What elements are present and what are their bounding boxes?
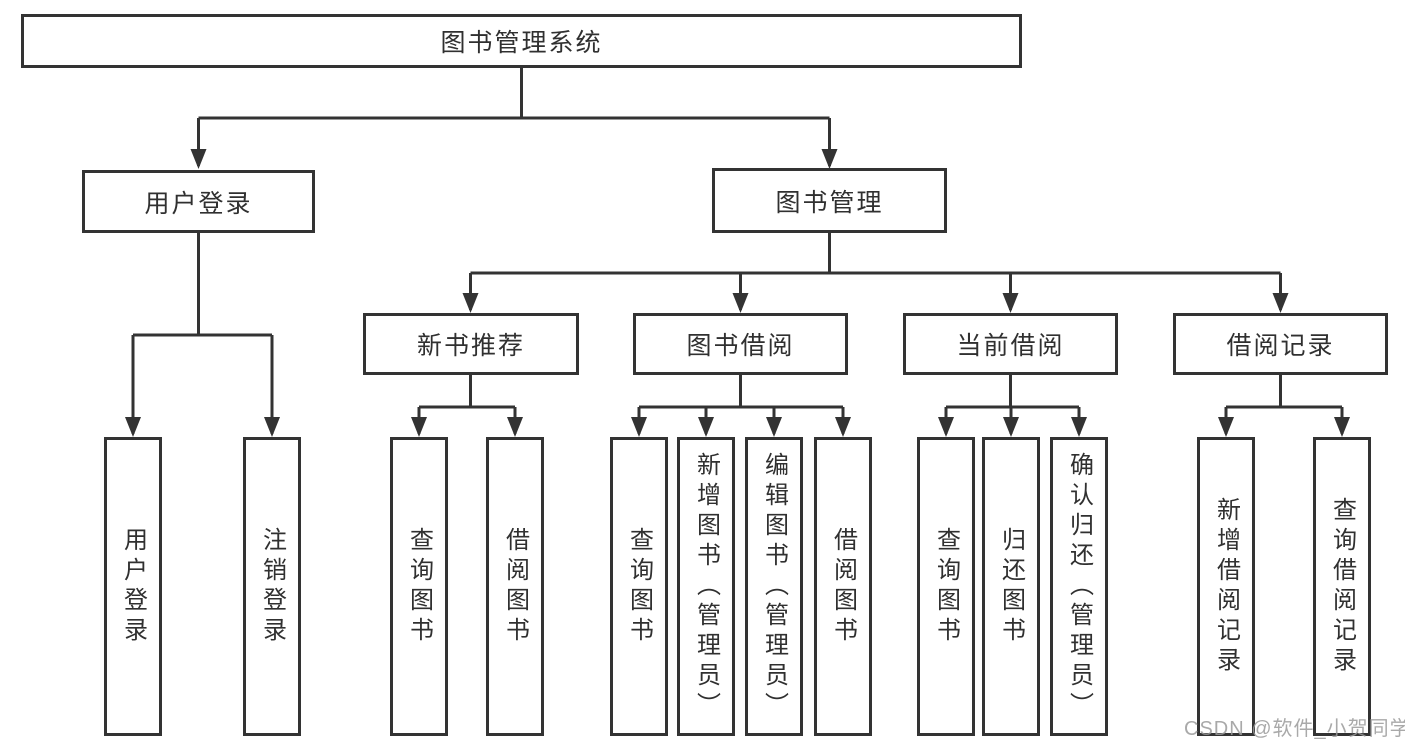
arrowhead bbox=[766, 417, 782, 437]
node-user-login: 用户登录 bbox=[82, 170, 315, 233]
connector-root-to-level2 bbox=[197, 68, 831, 166]
arrowhead bbox=[631, 417, 647, 437]
node-library-system: 图书管理系统 bbox=[21, 14, 1022, 68]
node-label: 用户登录 bbox=[144, 189, 253, 218]
leaf-add-borrow-record: 新增借阅记录 bbox=[1197, 437, 1255, 736]
arrowhead bbox=[1218, 417, 1234, 437]
csdn-watermark: CSDN @软件_小贺同学 bbox=[1184, 718, 1405, 740]
arrowhead bbox=[732, 293, 749, 313]
arrowhead bbox=[1071, 417, 1087, 437]
leaf-label: 新增图书（管理员） bbox=[692, 451, 720, 722]
arrowhead bbox=[507, 417, 523, 437]
arrowhead bbox=[698, 417, 714, 437]
leaf-label: 归还图书 bbox=[997, 526, 1025, 647]
connector-borrow-to-leaves bbox=[637, 375, 845, 434]
arrowhead bbox=[411, 417, 427, 437]
leaf-edit-books-admin: 编辑图书（管理员） bbox=[745, 437, 803, 736]
leaf-borrow-books: 借阅图书 bbox=[814, 437, 872, 736]
leaf-borrow-books-recommend: 借阅图书 bbox=[486, 437, 544, 736]
leaf-label: 查询图书 bbox=[625, 526, 653, 647]
leaf-query-books-current: 查询图书 bbox=[917, 437, 975, 736]
arrowhead bbox=[190, 149, 207, 169]
leaf-confirm-return-admin: 确认归还（管理员） bbox=[1050, 437, 1108, 736]
connector-userlogin-to-leaves bbox=[131, 233, 274, 434]
arrowhead bbox=[1272, 293, 1289, 313]
node-current-borrowing: 当前借阅 bbox=[903, 313, 1118, 375]
node-label: 图书管理系统 bbox=[440, 29, 603, 57]
arrowhead bbox=[462, 293, 479, 313]
leaf-query-borrow-record: 查询借阅记录 bbox=[1313, 437, 1371, 736]
node-label: 当前借阅 bbox=[956, 332, 1065, 360]
connector-records-to-leaves bbox=[1224, 375, 1344, 434]
arrowhead bbox=[1003, 417, 1019, 437]
leaf-label: 确认归还（管理员） bbox=[1065, 451, 1093, 722]
leaf-query-books-recommend: 查询图书 bbox=[390, 437, 448, 736]
leaf-label: 查询图书 bbox=[932, 526, 960, 647]
leaf-label: 注销登录 bbox=[258, 526, 286, 647]
arrowhead bbox=[125, 417, 141, 437]
node-new-book-recommend: 新书推荐 bbox=[363, 313, 579, 375]
leaf-add-books-admin: 新增图书（管理员） bbox=[677, 437, 735, 736]
arrowhead bbox=[1002, 293, 1019, 313]
leaf-query-books-borrow: 查询图书 bbox=[610, 437, 668, 736]
arrowhead bbox=[938, 417, 954, 437]
leaf-label: 借阅图书 bbox=[829, 526, 857, 647]
leaf-label: 编辑图书（管理员） bbox=[760, 451, 788, 722]
connector-bookmgmt-to-level3 bbox=[469, 233, 1282, 310]
node-label: 借阅记录 bbox=[1226, 332, 1335, 360]
arrowhead bbox=[821, 149, 838, 169]
leaf-label: 新增借阅记录 bbox=[1212, 496, 1240, 677]
node-label: 图书借阅 bbox=[686, 332, 795, 360]
leaf-return-books: 归还图书 bbox=[982, 437, 1040, 736]
node-book-management: 图书管理 bbox=[712, 168, 947, 233]
node-label: 图书管理 bbox=[775, 188, 884, 217]
node-borrowing-records: 借阅记录 bbox=[1173, 313, 1388, 375]
connector-newbooks-to-leaves bbox=[417, 375, 517, 434]
leaf-label: 用户登录 bbox=[119, 526, 147, 647]
arrowhead bbox=[264, 417, 280, 437]
leaf-logout: 注销登录 bbox=[243, 437, 301, 736]
node-book-borrowing: 图书借阅 bbox=[633, 313, 848, 375]
leaf-user-login: 用户登录 bbox=[104, 437, 162, 736]
leaf-label: 借阅图书 bbox=[501, 526, 529, 647]
leaf-label: 查询图书 bbox=[405, 526, 433, 647]
arrowhead bbox=[1334, 417, 1350, 437]
arrowhead bbox=[835, 417, 851, 437]
leaf-label: 查询借阅记录 bbox=[1328, 496, 1356, 677]
node-label: 新书推荐 bbox=[416, 332, 525, 360]
